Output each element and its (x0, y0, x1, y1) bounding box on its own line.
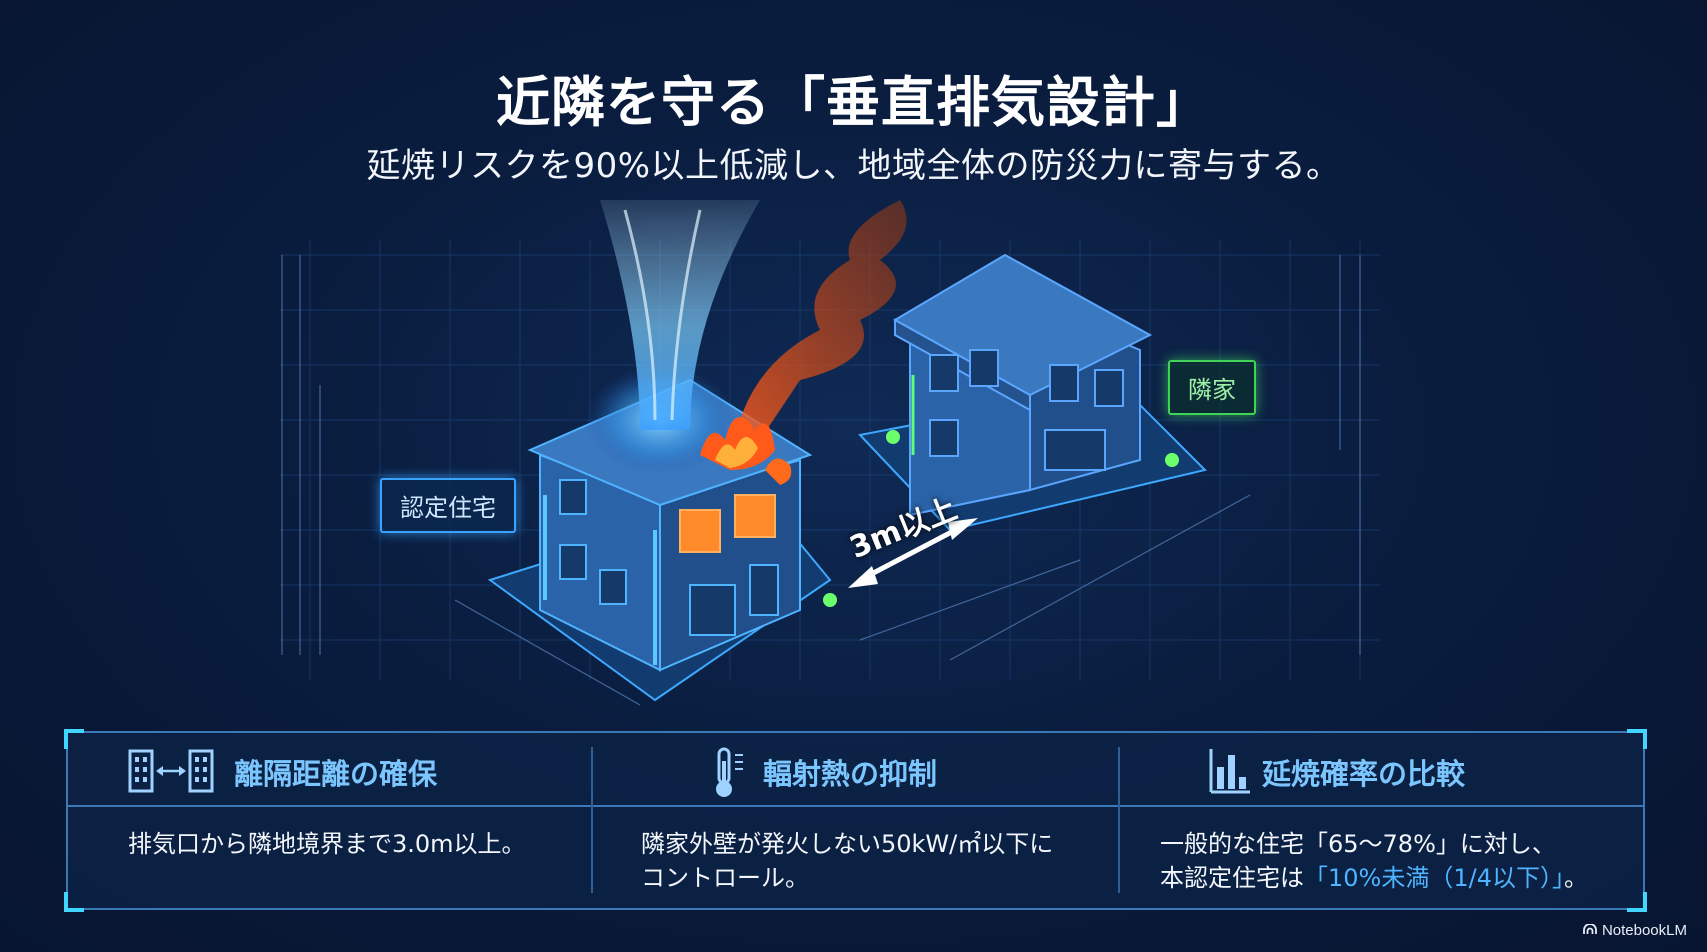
feature-spread-probability: 延焼確率の比較 一般的な住宅「65〜78%」に対し、 本認定住宅は「10%未満（… (1120, 733, 1643, 908)
notebooklm-logo-icon (1583, 924, 1597, 934)
panel-divider (68, 805, 1643, 807)
feature-text: 。 (1563, 864, 1588, 892)
certified-house (487, 378, 832, 702)
feature-line: 本認定住宅は「10%未満（1/4以下）」。 (1160, 861, 1588, 895)
feature-heading: 輻射熱の抑制 (763, 757, 938, 791)
page-subtitle: 延焼リスクを90%以上低減し、地域全体の防災力に寄与する。 (366, 146, 1341, 186)
feature-text: 本認定住宅は (1160, 864, 1304, 892)
feature-distance: 離隔距離の確保 排気口から隣地境界まで3.0m以上。 (68, 733, 591, 908)
neighbor-house (858, 253, 1207, 532)
feature-line: 排気口から隣地境界まで3.0m以上。 (128, 830, 526, 858)
corner-bracket (1627, 729, 1647, 749)
brand-watermark: NotebookLM (1583, 922, 1687, 939)
corner-bracket (64, 729, 84, 749)
certified-house-label: 認定住宅 (380, 478, 516, 533)
vertical-exhaust (585, 200, 760, 475)
column-divider (1118, 747, 1120, 893)
brand-name: NotebookLM (1601, 922, 1687, 939)
fire-smoke (700, 200, 907, 485)
feature-line: 一般的な住宅「65〜78%」に対し、 (1160, 830, 1556, 858)
feature-body: 一般的な住宅「65〜78%」に対し、 本認定住宅は「10%未満（1/4以下）」。 (1160, 827, 1588, 895)
corner-bracket (1627, 892, 1647, 912)
highlight-text: 「10%未満（1/4以下）」 (1304, 864, 1564, 892)
dimension-lines (281, 255, 1361, 706)
feature-line: 隣家外壁が発火しない50kW/㎡以下に (641, 830, 1054, 858)
column-divider (591, 747, 593, 893)
feature-body: 隣家外壁が発火しない50kW/㎡以下に コントロール。 (641, 827, 1053, 895)
thermometer-icon (716, 747, 743, 797)
page-title: 近隣を守る「垂直排気設計」 (496, 71, 1211, 134)
distance-arrow (848, 518, 978, 588)
corner-bracket (64, 892, 84, 912)
feature-radiant-heat: 輻射熱の抑制 隣家外壁が発火しない50kW/㎡以下に コントロール。 (593, 733, 1118, 908)
feature-panel: 離隔距離の確保 排気口から隣地境界まで3.0m以上。 輻射熱の抑制 隣家外壁が発… (64, 729, 1647, 912)
feature-line: コントロール。 (641, 864, 809, 892)
feature-heading: 離隔距離の確保 (234, 757, 438, 791)
feature-heading: 延焼確率の比較 (1262, 757, 1466, 791)
neighbor-house-label: 隣家 (1168, 360, 1256, 415)
buildings-distance-icon (128, 749, 214, 793)
feature-body: 排気口から隣地境界まで3.0m以上。 (128, 827, 526, 861)
bar-chart-icon (1209, 749, 1250, 794)
